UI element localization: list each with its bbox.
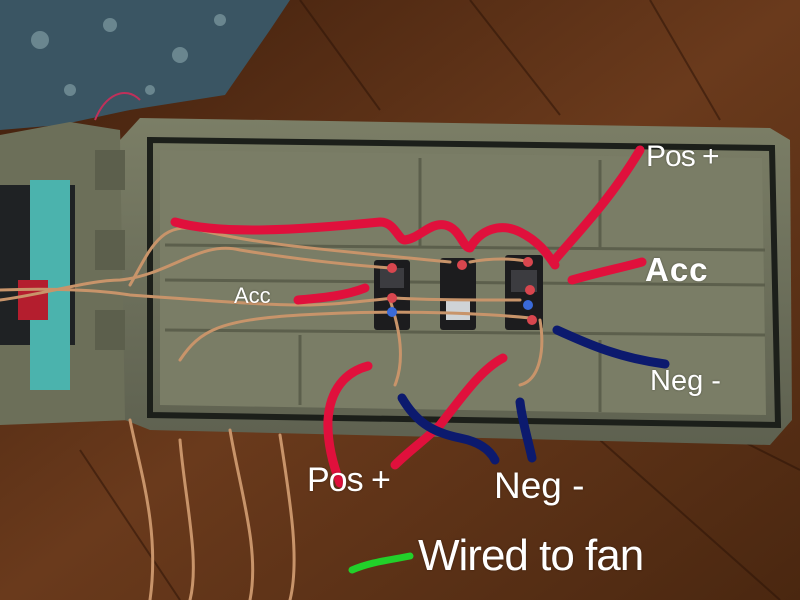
label-acc-right: Acc <box>645 251 709 288</box>
wire-terminals <box>387 257 537 325</box>
wood-grain <box>79 0 800 600</box>
label-wired-to-fan: Wired to fan <box>418 531 644 580</box>
label-neg-right: Neg - <box>650 365 721 397</box>
hinge <box>95 150 125 350</box>
fan-wire-marker <box>348 552 414 574</box>
label-neg-bottom: Neg - <box>494 465 585 506</box>
positive-wire-markings <box>170 145 647 488</box>
switch-middle <box>440 258 476 330</box>
switch-right <box>505 255 543 330</box>
label-acc-left: Acc <box>234 283 271 308</box>
label-pos-bottom: Pos + <box>307 461 391 499</box>
blue-cloth <box>0 0 290 130</box>
negative-wire-markings <box>397 325 670 465</box>
copper-wires <box>0 226 544 600</box>
cloth-pattern <box>31 14 226 96</box>
label-pos-top: Pos + <box>646 140 720 173</box>
pink-thread <box>94 91 141 121</box>
lid-red-part <box>18 280 48 320</box>
box-rim <box>147 136 782 429</box>
blue-terminals <box>387 300 533 317</box>
